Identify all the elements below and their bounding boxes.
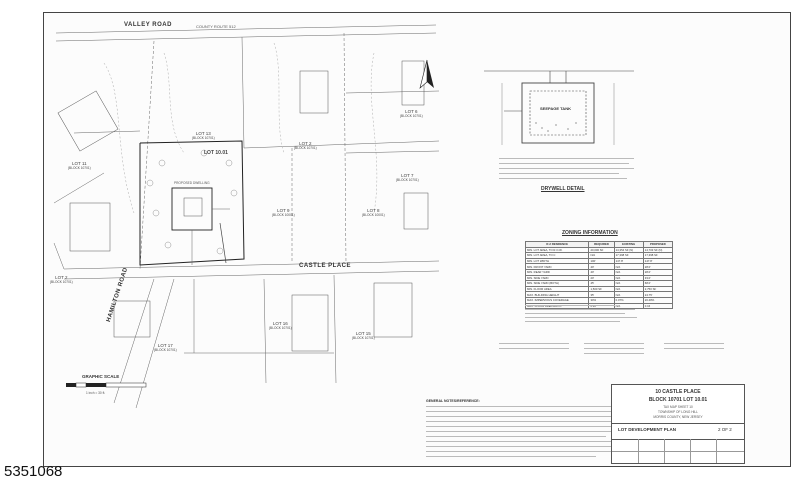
site-lot-label: LOT 10.01 — [204, 150, 228, 156]
zoning-cell: MIN. REAR YARD — [524, 269, 590, 276]
sheet-title: LOT DEVELOPMENT PLAN — [618, 427, 677, 432]
zoning-cell: MIN. FLOOR AREA — [524, 285, 590, 293]
lot-label: LOT 8(BLOCK 10001) — [362, 208, 385, 218]
zoning-cell: 2,750 SF — [642, 285, 674, 293]
title-block-lot: BLOCK 10701 LOT 10.01 — [648, 397, 708, 403]
title-taxmap: TAX MAP SHEET 10 — [663, 405, 693, 409]
graphic-scale-bar — [66, 382, 147, 388]
title-block: 10 CASTLE PLACE BLOCK 10701 LOT 10.01 TA… — [611, 384, 745, 464]
drawing-sheet: VALLEY ROAD COUNTY ROUTE 512 CASTLE PLAC… — [43, 12, 791, 467]
lot-block: (BLOCK 10701) — [50, 280, 73, 284]
zoning-cell: 28.0' — [642, 269, 674, 276]
lot-block: (BLOCK 10701) — [400, 114, 423, 118]
zoning-cell: 35' — [588, 291, 615, 298]
lot-block: (BLOCK 10701) — [352, 336, 375, 340]
zoning-cell: 147.8' — [642, 257, 674, 265]
zoning-cell: MAX. BUILDING HEIGHT — [524, 291, 590, 298]
zoning-cell: 24.75' — [642, 291, 674, 298]
zoning-cell: 40' — [588, 263, 615, 270]
lot-number: LOT 13 — [195, 131, 211, 136]
lot-block: (BLOCK 10701) — [269, 326, 292, 330]
zoning-title: ZONING INFORMATION — [562, 230, 618, 236]
zoning-cell: 100' — [588, 257, 615, 265]
lot-block: (BLOCK 10001) — [272, 213, 295, 217]
zoning-cell: 30% — [588, 296, 615, 304]
lot-block: (BLOCK 10701) — [154, 348, 177, 352]
zoning-cell: 20.48% — [642, 296, 674, 304]
lot-block: (BLOCK 10701) — [294, 146, 317, 150]
lot-label: LOT 9(BLOCK 10001) — [272, 208, 295, 218]
lot-label: LOT 2(BLOCK 10701) — [50, 275, 73, 285]
zoning-cell: 0.16 — [642, 302, 674, 310]
drywell-detail-title: DRYWELL DETAIL — [541, 186, 585, 192]
zoning-cell: MIN. SIDE YARD — [524, 274, 590, 282]
zoning-cell: MIN. SIDE YARD (BOTH) — [524, 280, 590, 287]
lot-number: LOT 11 — [72, 161, 87, 166]
zoning-cell: 33.0' — [642, 274, 674, 282]
zoning-cell: N/A — [613, 302, 644, 310]
zoning-cell: N/A — [588, 252, 615, 259]
lot-number: LOT 16 — [272, 321, 288, 326]
graphic-scale-title: GRAPHIC SCALE — [82, 374, 120, 379]
lot-block: (BLOCK 10701) — [192, 136, 215, 140]
zoning-cell: 17,398 SF — [642, 252, 674, 259]
lot-number: LOT 8 — [367, 208, 380, 213]
title-county: MORRIS COUNTY, NEW JERSEY — [653, 415, 703, 419]
valley-road-sub: COUNTY ROUTE 512 — [196, 24, 236, 29]
title-township: TOWNSHIP OF LONG HILL — [658, 410, 698, 414]
zoning-cell: MIN. FRONT YARD — [524, 263, 590, 270]
drywell-detail-drawing — [484, 70, 634, 145]
zoning-cell: MIN. LOT AREA, TO C — [524, 252, 590, 259]
general-notes-title: GENERAL NOTES/REFERENCE: — [426, 399, 480, 403]
lot-label: LOT 15(BLOCK 10701) — [352, 331, 375, 341]
proposed-dwelling-label: PROPOSED DWELLING — [174, 181, 210, 185]
lot-label: LOT 7(BLOCK 10701) — [396, 173, 419, 183]
site-plan-drawing — [53, 24, 440, 409]
zoning-cell: 68.0' — [642, 280, 674, 287]
zoning-cell: 45' — [588, 280, 615, 287]
lot-number: LOT 7 — [401, 173, 414, 178]
valley-road-label: VALLEY ROAD — [124, 22, 172, 28]
lot-number: LOT 2 — [299, 141, 312, 146]
lot-label: LOT 6(BLOCK 10701) — [400, 109, 423, 119]
lot-label: LOT 2(BLOCK 10701) — [294, 141, 317, 151]
zoning-cell: 1,500 SF — [588, 285, 615, 293]
lot-number: LOT 2 — [55, 275, 68, 280]
title-address: 10 CASTLE PLACE — [655, 389, 701, 395]
lot-number: LOT 17 — [157, 343, 173, 348]
lot-label: LOT 13(BLOCK 10701) — [192, 131, 215, 141]
zoning-cell: 28.0' — [642, 263, 674, 270]
seepage-tank-label: SEEPAGE TANK — [540, 106, 571, 111]
castle-place-label: CASTLE PLACE — [299, 263, 352, 269]
lot-number: LOT 15 — [355, 331, 371, 336]
lot-block: (BLOCK 10001) — [362, 213, 385, 217]
lot-block: (BLOCK 10701) — [396, 178, 419, 182]
lot-label: LOT 11(BLOCK 10701) — [68, 161, 91, 171]
zoning-cell: 20' — [588, 274, 615, 282]
graphic-scale-unit: 1 inch = 30 ft. — [86, 391, 106, 395]
lot-label: LOT 16(BLOCK 10701) — [269, 321, 292, 331]
lot-label: LOT 17(BLOCK 10701) — [154, 343, 177, 353]
north-arrow-icon — [419, 59, 434, 89]
lot-number: LOT 6 — [405, 109, 418, 114]
listing-id: 5351068 — [4, 463, 63, 480]
lot-number: LOT 9 — [277, 208, 290, 213]
lot-block: (BLOCK 10701) — [68, 166, 91, 170]
sheet-number: 2 OF 2 — [718, 427, 732, 432]
zoning-cell: MAX. IMPERVIOUS COVERAGE — [524, 296, 590, 304]
zoning-cell: 40' — [588, 269, 615, 276]
zoning-cell: MIN. LOT WIDTH — [524, 257, 590, 265]
